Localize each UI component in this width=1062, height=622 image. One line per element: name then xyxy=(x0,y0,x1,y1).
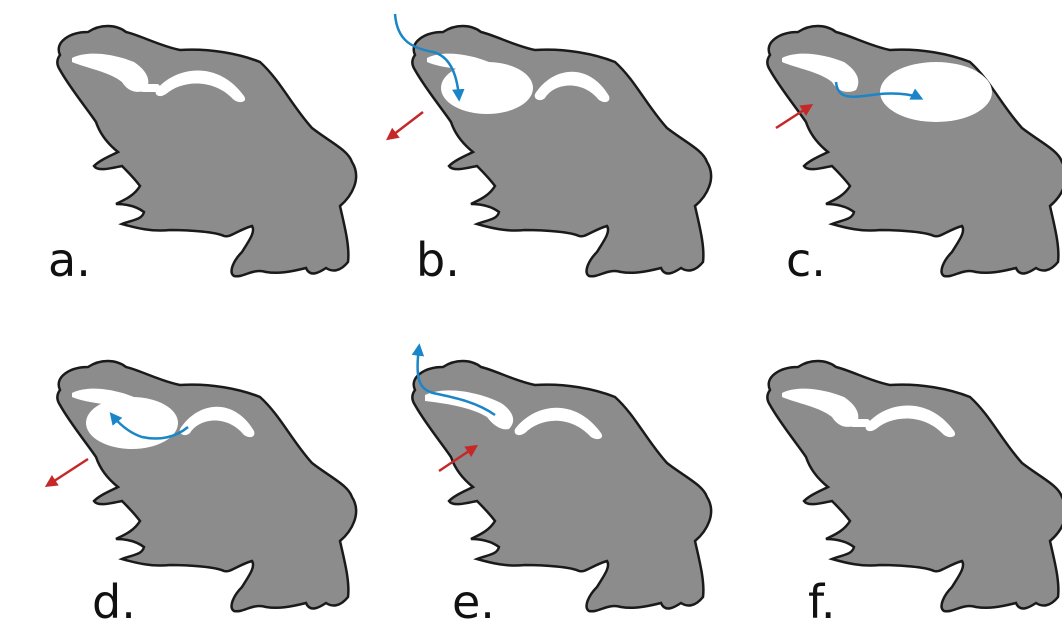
panel-e xyxy=(412,347,711,611)
panel-a xyxy=(57,26,356,276)
panel-label-e: e. xyxy=(452,575,495,622)
panel-d xyxy=(48,361,356,611)
panel-f xyxy=(767,361,1062,611)
muscle-arrow xyxy=(48,459,88,485)
panel-label-b: b. xyxy=(416,233,460,287)
panel-label-f: f. xyxy=(808,575,835,622)
panel-label-a: a. xyxy=(48,233,91,287)
panel-label-d: d. xyxy=(92,575,136,622)
panel-label-c: c. xyxy=(786,233,826,287)
muscle-arrow xyxy=(389,112,423,138)
